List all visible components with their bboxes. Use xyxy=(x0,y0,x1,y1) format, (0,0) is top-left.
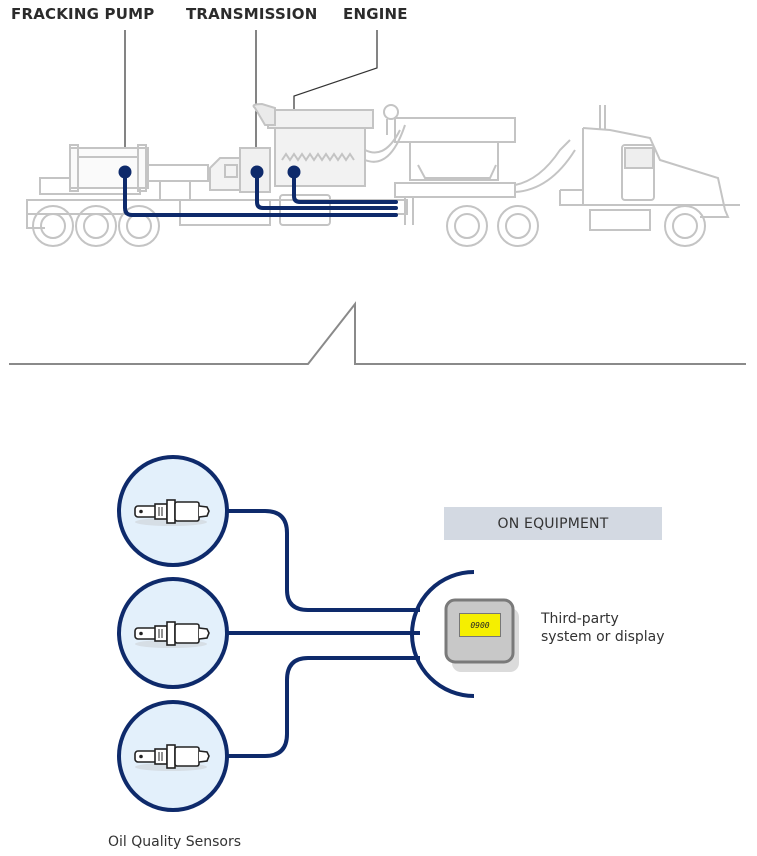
sensor-circle-2 xyxy=(117,577,229,689)
equipment-bracket-arc xyxy=(410,570,475,698)
display-description: Third-party system or display xyxy=(541,610,665,646)
transmission-shape xyxy=(209,147,271,193)
on-equipment-badge: ON EQUIPMENT xyxy=(444,507,662,540)
truck-sensor-cables xyxy=(123,170,398,217)
oil-sensor-icon xyxy=(134,499,210,526)
engine-label: ENGINE xyxy=(343,5,408,23)
fracking-pump-shape xyxy=(69,144,149,192)
sensor-point-engine xyxy=(287,165,301,179)
oil-sensor-icon xyxy=(134,621,210,648)
oil-sensor-icon xyxy=(134,744,210,771)
cable-sensor-1 xyxy=(228,509,420,612)
tractor-cab xyxy=(559,105,740,231)
engine-shape xyxy=(252,102,374,226)
sensor-circle-3 xyxy=(117,700,229,812)
sensor-circle-1 xyxy=(117,455,229,567)
cable-fracking-pump xyxy=(123,170,398,217)
cable-transmission xyxy=(255,170,398,210)
display-screen: 0900 xyxy=(459,613,501,637)
sensor-point-fracking-pump xyxy=(118,165,132,179)
frack-truck-illustration xyxy=(26,102,740,247)
blender-hopper xyxy=(383,104,516,225)
cable-sensor-3 xyxy=(228,656,420,758)
cable-engine xyxy=(292,170,398,204)
callout-divider-line xyxy=(9,301,746,365)
sensor-cables xyxy=(228,509,475,758)
wheels xyxy=(32,205,706,247)
sensor-point-transmission xyxy=(250,165,264,179)
display-description-line2: system or display xyxy=(541,629,665,645)
sensors-caption: Oil Quality Sensors xyxy=(108,834,242,850)
transmission-label: TRANSMISSION xyxy=(186,5,318,23)
fracking-pump-label: FRACKING PUMP xyxy=(11,5,155,23)
display-description-line1: Third-party xyxy=(541,611,619,627)
